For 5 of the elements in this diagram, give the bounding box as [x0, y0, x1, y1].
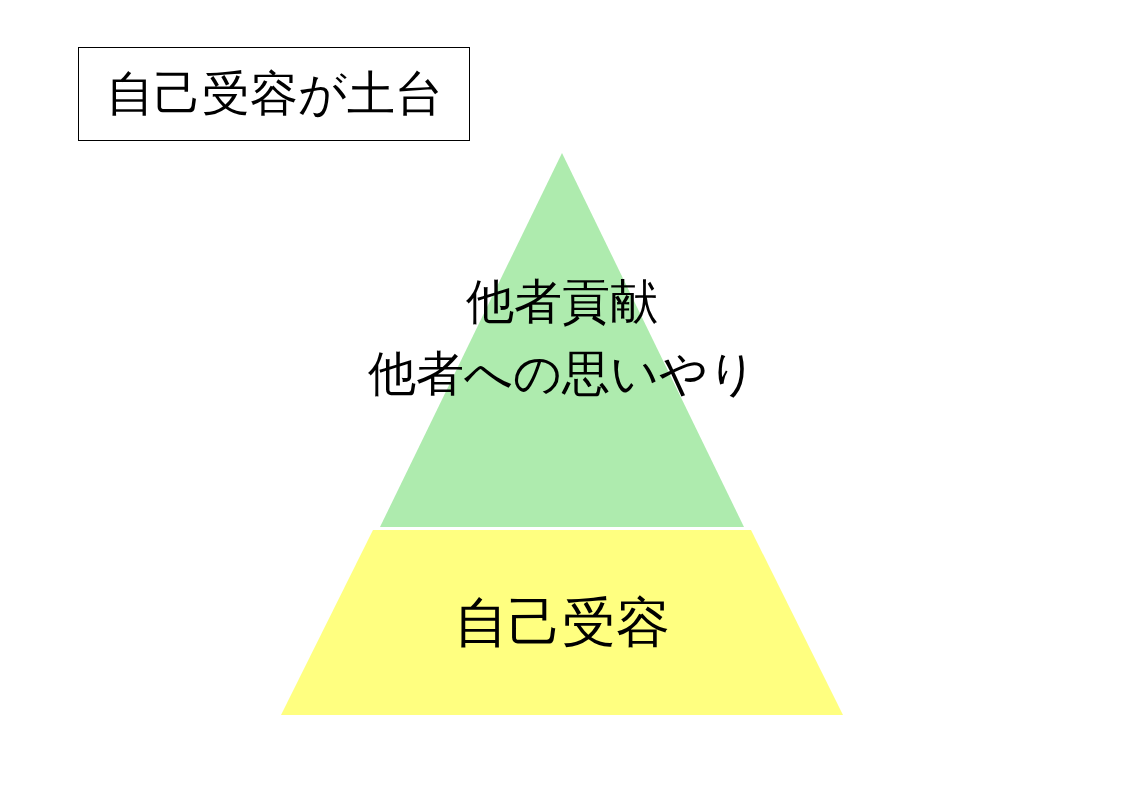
title: 自己受容が土台 — [78, 47, 470, 141]
tier-label: 他者への思いやり — [367, 344, 757, 403]
tier-label: 自己受容 — [454, 590, 670, 656]
tier-label: 他者貢献 — [466, 272, 658, 331]
pyramid-base-tier — [281, 530, 843, 715]
